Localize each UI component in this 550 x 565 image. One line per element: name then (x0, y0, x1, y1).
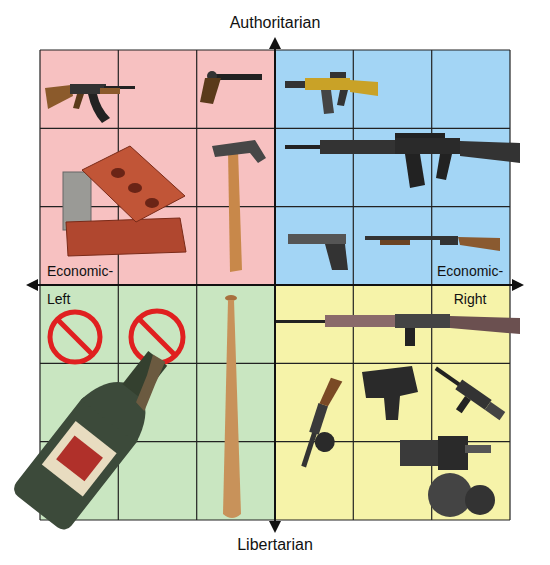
smg-receiver (309, 403, 328, 435)
social-axis (274, 46, 276, 524)
bat-barrel (223, 300, 241, 518)
rifle-stock (450, 316, 520, 334)
axis-label: Authoritarian (230, 13, 321, 33)
pistol-barrel (214, 74, 262, 80)
rifle-stock (485, 402, 505, 421)
rifle-handguard (320, 140, 395, 154)
brick-hole (111, 168, 125, 178)
rifle-magazine (456, 396, 471, 413)
hammer (212, 140, 266, 272)
arrow-head (26, 279, 38, 291)
brick (66, 218, 186, 256)
minigun-drum (428, 473, 472, 517)
shotgun (365, 236, 500, 251)
auth-right-quadrant (275, 50, 510, 285)
lib-left-quadrant (40, 285, 275, 520)
rifle-magazine (405, 154, 425, 188)
baseball-bat (223, 295, 241, 518)
rifle-barrel (275, 320, 325, 323)
shotgun-pump (380, 240, 410, 245)
no-slash (57, 319, 92, 354)
bottle-rag (122, 353, 176, 411)
smg-drum (312, 429, 337, 454)
drum-smg (298, 376, 353, 473)
molotov-bottle (10, 335, 186, 533)
hammer-handle (228, 150, 242, 272)
no-slash (139, 319, 176, 356)
rifle-receiver (395, 314, 450, 328)
smg-stock (319, 377, 342, 408)
service-pistol (288, 234, 348, 270)
no-symbol (50, 312, 100, 362)
minigun-handle (465, 445, 491, 453)
gold-carbine (285, 72, 378, 114)
ar-rifle (285, 133, 520, 188)
pistol-grip (200, 78, 221, 104)
arrow-head (269, 37, 281, 49)
pistol-grip (325, 244, 348, 270)
no-circle (131, 311, 183, 363)
arrow-head (269, 521, 281, 533)
pistol-slide (288, 234, 346, 244)
rifle-grip (73, 94, 84, 109)
rifle-rail (395, 133, 445, 138)
rifle-receiver (395, 138, 460, 154)
rifle-stock (45, 85, 73, 109)
rifle-magazine (321, 90, 334, 114)
rifle-stock (350, 80, 378, 96)
axis-label: Economic- Left (47, 257, 113, 313)
rifle-sight (330, 72, 346, 78)
bottle-label-art (56, 435, 103, 481)
no-circle (50, 312, 100, 362)
brick-hole (145, 198, 159, 208)
camo-rifle (275, 314, 520, 346)
no-symbol (131, 311, 183, 363)
rifle-magazine (88, 94, 110, 123)
shotgun-stock (458, 237, 500, 251)
minigun-housing (438, 436, 468, 470)
rifle-receiver (305, 78, 350, 90)
bricks (63, 146, 186, 256)
brick (82, 146, 185, 222)
axis-label: Libertarian (237, 535, 313, 555)
minigun (400, 436, 495, 517)
rifle-stock (460, 141, 520, 163)
auth-left-quadrant (40, 50, 275, 285)
rifle-suppressor (285, 81, 305, 88)
bottle-label (42, 421, 117, 496)
shotgun-receiver (440, 236, 458, 245)
minigun-barrels (400, 440, 440, 466)
minigun-drum (465, 485, 495, 515)
smg-body (362, 366, 418, 420)
hammer-head (212, 140, 266, 163)
rifle-grip (337, 90, 348, 106)
rifle-barrel (285, 145, 325, 149)
luger-pistol (200, 71, 262, 104)
tactical-rifle (423, 363, 506, 433)
arrow-head (512, 279, 524, 291)
ak-rifle (45, 84, 135, 123)
brick-hole (128, 183, 142, 193)
compact-smg (362, 366, 418, 420)
axis-label: Economic- Right (437, 257, 503, 313)
rifle-grip (436, 154, 452, 180)
rifle-barrel (435, 367, 462, 387)
rifle-handguard (100, 88, 120, 94)
rifle-magazine (405, 328, 415, 346)
rifle-handguard (325, 315, 395, 327)
axes (26, 37, 524, 533)
